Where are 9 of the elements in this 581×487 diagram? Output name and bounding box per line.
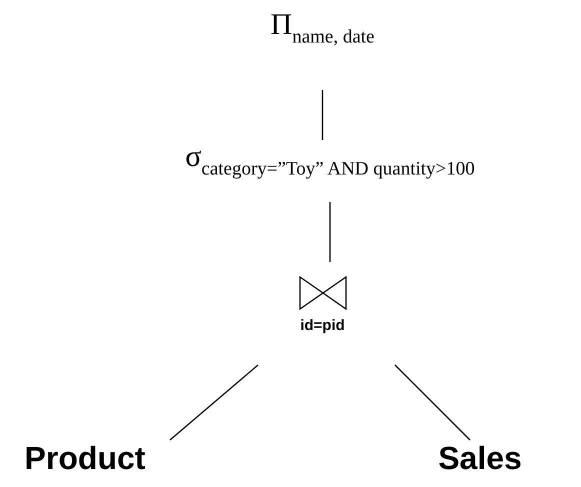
tree-edge	[394, 364, 470, 440]
projection-label: Π$_{name, date}$	[270, 8, 376, 49]
table-name: Product	[24, 440, 146, 477]
join-condition: id=pid	[299, 317, 346, 334]
tree-edge	[329, 202, 331, 262]
tree-edge	[170, 364, 258, 440]
selection-label: σ$_{category=”Toy” AND quantity>100}$	[184, 140, 476, 181]
table-name: Sales	[437, 440, 523, 477]
tree-edge	[322, 90, 324, 140]
